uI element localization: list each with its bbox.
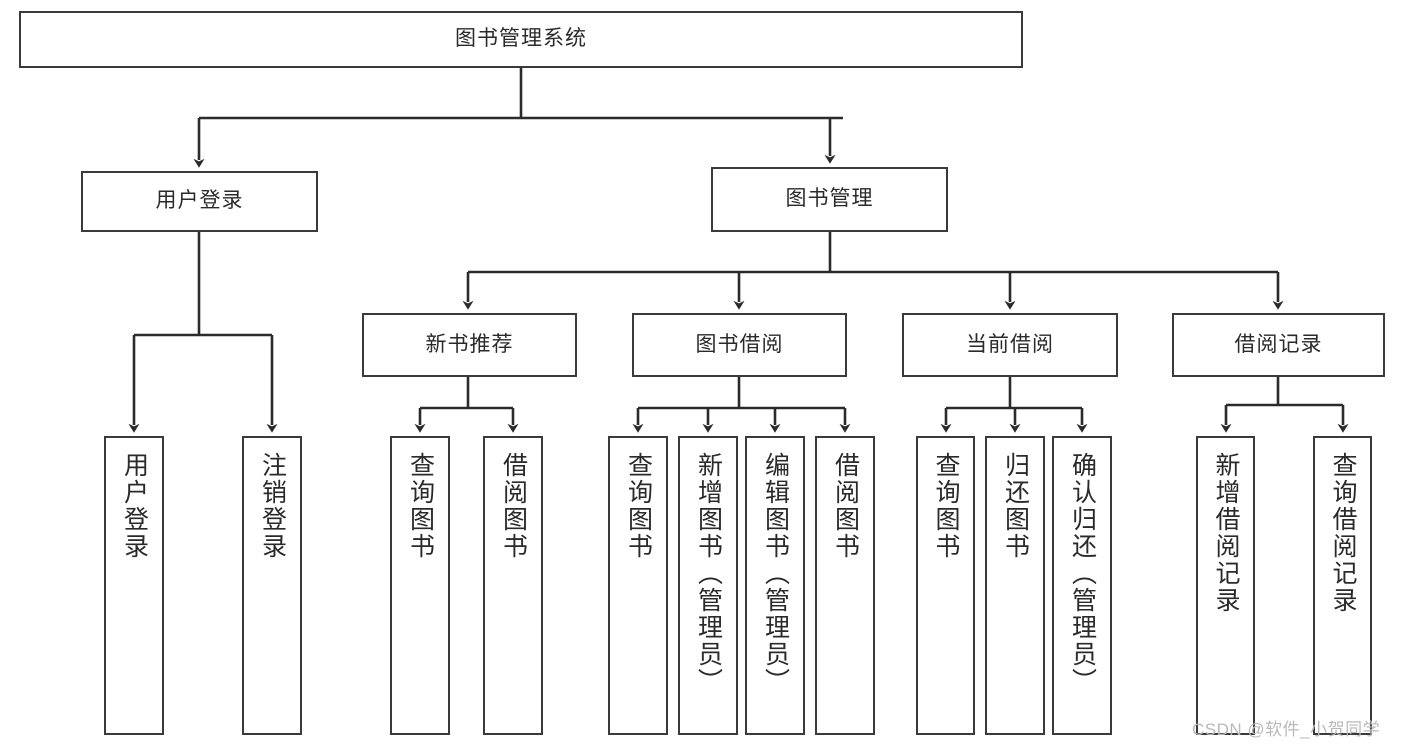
node-book-borrow-label: 图书借阅	[695, 332, 784, 356]
node-leaf-query-borrow-record-label: 查询借阅记录	[1329, 452, 1357, 614]
node-leaf-return-book[interactable]: 归还图书	[985, 436, 1045, 735]
node-leaf-query-book-1[interactable]: 查询图书	[390, 436, 450, 735]
node-leaf-query-borrow-record[interactable]: 查询借阅记录	[1313, 436, 1372, 735]
node-leaf-edit-book[interactable]: 编辑图书（管理员）	[745, 436, 805, 735]
node-leaf-query-book-2-label: 查询图书	[624, 452, 653, 560]
node-leaf-user-logout[interactable]: 注销登录	[242, 436, 302, 735]
node-root-label: 图书管理系统	[455, 27, 587, 51]
node-leaf-edit-book-label: 编辑图书（管理员）	[761, 452, 790, 695]
node-leaf-user-login[interactable]: 用户登录	[104, 436, 164, 735]
node-leaf-query-book-3-label: 查询图书	[932, 452, 960, 560]
node-leaf-borrow-book-2[interactable]: 借阅图书	[815, 436, 875, 735]
node-borrow-record[interactable]: 借阅记录	[1172, 313, 1385, 377]
node-new-book-recommend-label: 新书推荐	[425, 332, 514, 356]
node-user-login-label: 用户登录	[155, 189, 244, 213]
node-book-borrow[interactable]: 图书借阅	[632, 313, 847, 377]
node-leaf-borrow-book-2-label: 借阅图书	[831, 452, 860, 560]
node-leaf-query-book-3[interactable]: 查询图书	[916, 436, 975, 735]
node-leaf-query-book-2[interactable]: 查询图书	[608, 436, 668, 735]
node-leaf-add-book[interactable]: 新增图书（管理员）	[678, 436, 738, 735]
node-current-borrow-label: 当前借阅	[966, 332, 1054, 356]
node-leaf-return-book-label: 归还图书	[1001, 452, 1030, 560]
node-leaf-query-book-1-label: 查询图书	[406, 452, 435, 560]
node-leaf-add-borrow-record-label: 新增借阅记录	[1212, 452, 1240, 614]
node-new-book-recommend[interactable]: 新书推荐	[362, 313, 577, 377]
node-leaf-confirm-return-label: 确认归还（管理员）	[1068, 452, 1097, 695]
node-leaf-confirm-return[interactable]: 确认归还（管理员）	[1052, 436, 1112, 735]
node-leaf-user-logout-label: 注销登录	[258, 452, 287, 560]
node-leaf-borrow-book-1[interactable]: 借阅图书	[483, 436, 543, 735]
node-leaf-borrow-book-1-label: 借阅图书	[499, 452, 528, 560]
node-leaf-add-borrow-record[interactable]: 新增借阅记录	[1196, 436, 1255, 735]
node-leaf-add-book-label: 新增图书（管理员）	[694, 452, 723, 695]
node-book-manage-label: 图书管理	[785, 187, 874, 211]
node-user-login[interactable]: 用户登录	[81, 171, 318, 232]
node-root[interactable]: 图书管理系统	[19, 11, 1023, 68]
node-book-manage[interactable]: 图书管理	[711, 167, 948, 232]
csdn-watermark: CSDN @软件_小贺同学	[1192, 720, 1381, 739]
node-current-borrow[interactable]: 当前借阅	[902, 313, 1118, 377]
node-borrow-record-label: 借阅记录	[1234, 332, 1323, 356]
node-leaf-user-login-label: 用户登录	[120, 452, 149, 560]
